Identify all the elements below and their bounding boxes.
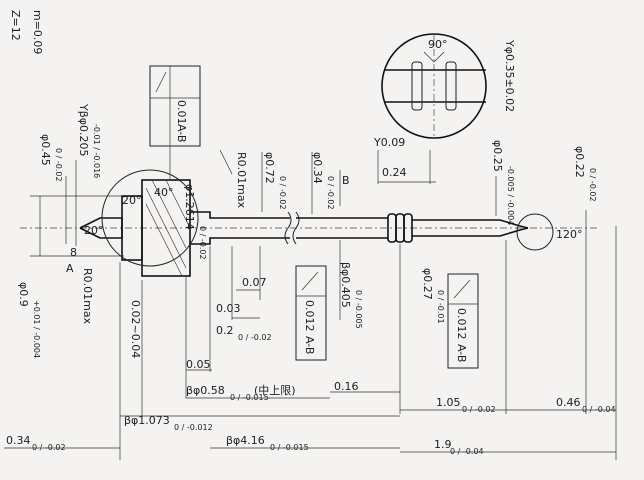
dim-r001-top: R0.01max [235,152,248,209]
dim-034-bottom: 0.34 [6,434,31,447]
dim-angle-8: 8 [70,246,77,259]
dim-dia-034-tol: 0 / -0.02 [326,176,335,210]
dim-016: 0.16 [334,380,359,393]
dimension-lines [4,146,617,460]
datum-a: A [66,262,74,275]
dim-y009: Y0.09 [373,136,405,149]
dim-dia-09-tol: +0.01 / -0.004 [32,300,41,358]
dim-dia-0405: βφ0.405 [339,262,352,308]
dim-top-dia-tol: -0.01 / -0.016 [92,124,101,178]
dim-dia-09: φ0.9 [17,282,30,307]
dim-angle-20: 20° [122,194,142,207]
dim-angle-40: 40° [154,186,174,199]
dim-046: 0.46 [556,396,581,409]
dim-105: 1.05 [436,396,461,409]
dim-02-tol: 0 / -0.02 [238,333,272,342]
frame3-reference: A-B [455,344,468,362]
dim-105-tol: 0 / -0.02 [462,405,496,414]
dim-046-tol: 0 / -0.04 [582,405,616,414]
dim-dia-1073: βφ1.073 [124,414,170,427]
feature-control-frame-2: 0.012 A-B [295,265,327,361]
frame2-tolerance: 0.012 [303,300,316,332]
dim-dia-025: φ0.25 [491,140,504,172]
frame1-reference: A-B [175,124,188,142]
frame2-reference: A-B [303,336,316,354]
dim-024: 0.24 [382,166,407,179]
dim-dia-045: φ0.45 [39,134,52,166]
pinion-detail-circle [101,169,199,267]
frame1-tolerance: 0.01 [175,100,188,125]
dim-dia-12614-tol: 0 / -0.02 [198,226,207,260]
dim-dia-045-tol: 0 / -0.02 [54,148,63,182]
shaft-outline [20,179,600,277]
detail-view [381,33,487,139]
dim-02: 0.2 [216,324,234,337]
dim-005: 0.05 [186,358,211,371]
dim-dia-025-tol: -0.005 / -0.004 [506,166,515,225]
dim-dia-022: φ0.22 [573,146,586,178]
dim-dia-022-tol: 0 / -0.02 [588,168,597,202]
dim-dia-072-tol: 0 / -0.02 [278,176,287,210]
dim-angle-20b: 20° [84,224,104,237]
dim-034-bottom-tol: 0 / -0.02 [32,443,66,452]
dim-dia-416: βφ4.16 [226,434,265,447]
dim-dia-027: φ0.27 [421,268,434,300]
dim-19-tol: 0 / -0.04 [450,447,484,456]
dim-dia-034: φ0.34 [311,152,324,184]
dim-003: 0.03 [216,302,241,315]
dim-angle-90: 90° [428,38,448,51]
feature-control-frame-1: 0.01 A-B [149,65,201,147]
dim-dia-12614: φ1.2614 [183,184,196,230]
dim-dia-416-tol: 0 / -0.015 [270,443,309,452]
dim-dia-027-tol: 0 / -0.01 [436,290,445,324]
feature-control-frame-3: 0.012 A-B [447,273,479,369]
datum-b: B [342,174,350,187]
dim-top-dia: Yβφ0.205 [77,103,90,157]
dim-y035: Yφ0.35±0.02 [503,39,516,112]
dim-007: 0.07 [242,276,267,289]
gear-teeth-spec: Z=12 [9,10,22,41]
dim-dia-058-note: (中上限) [254,384,296,397]
dim-dia-1073-tol: 0 / -0.012 [174,423,213,432]
dim-angle-120: 120° [556,228,583,241]
dim-r001-low: R0.01max [81,268,94,325]
gear-module-spec: m=0.09 [31,10,44,54]
dim-dia-0405-tol: 0 / -0.005 [354,290,363,329]
dim-dia-058: βφ0.58 [186,384,225,397]
dim-002-004: 0.02~0.04 [129,300,142,358]
dim-dia-072: φ0.72 [263,152,276,184]
dim-19: 1.9 [434,438,452,451]
dim-dia-058-tol: 0 / -0.015 [230,393,269,402]
frame3-tolerance: 0.012 [455,308,468,340]
